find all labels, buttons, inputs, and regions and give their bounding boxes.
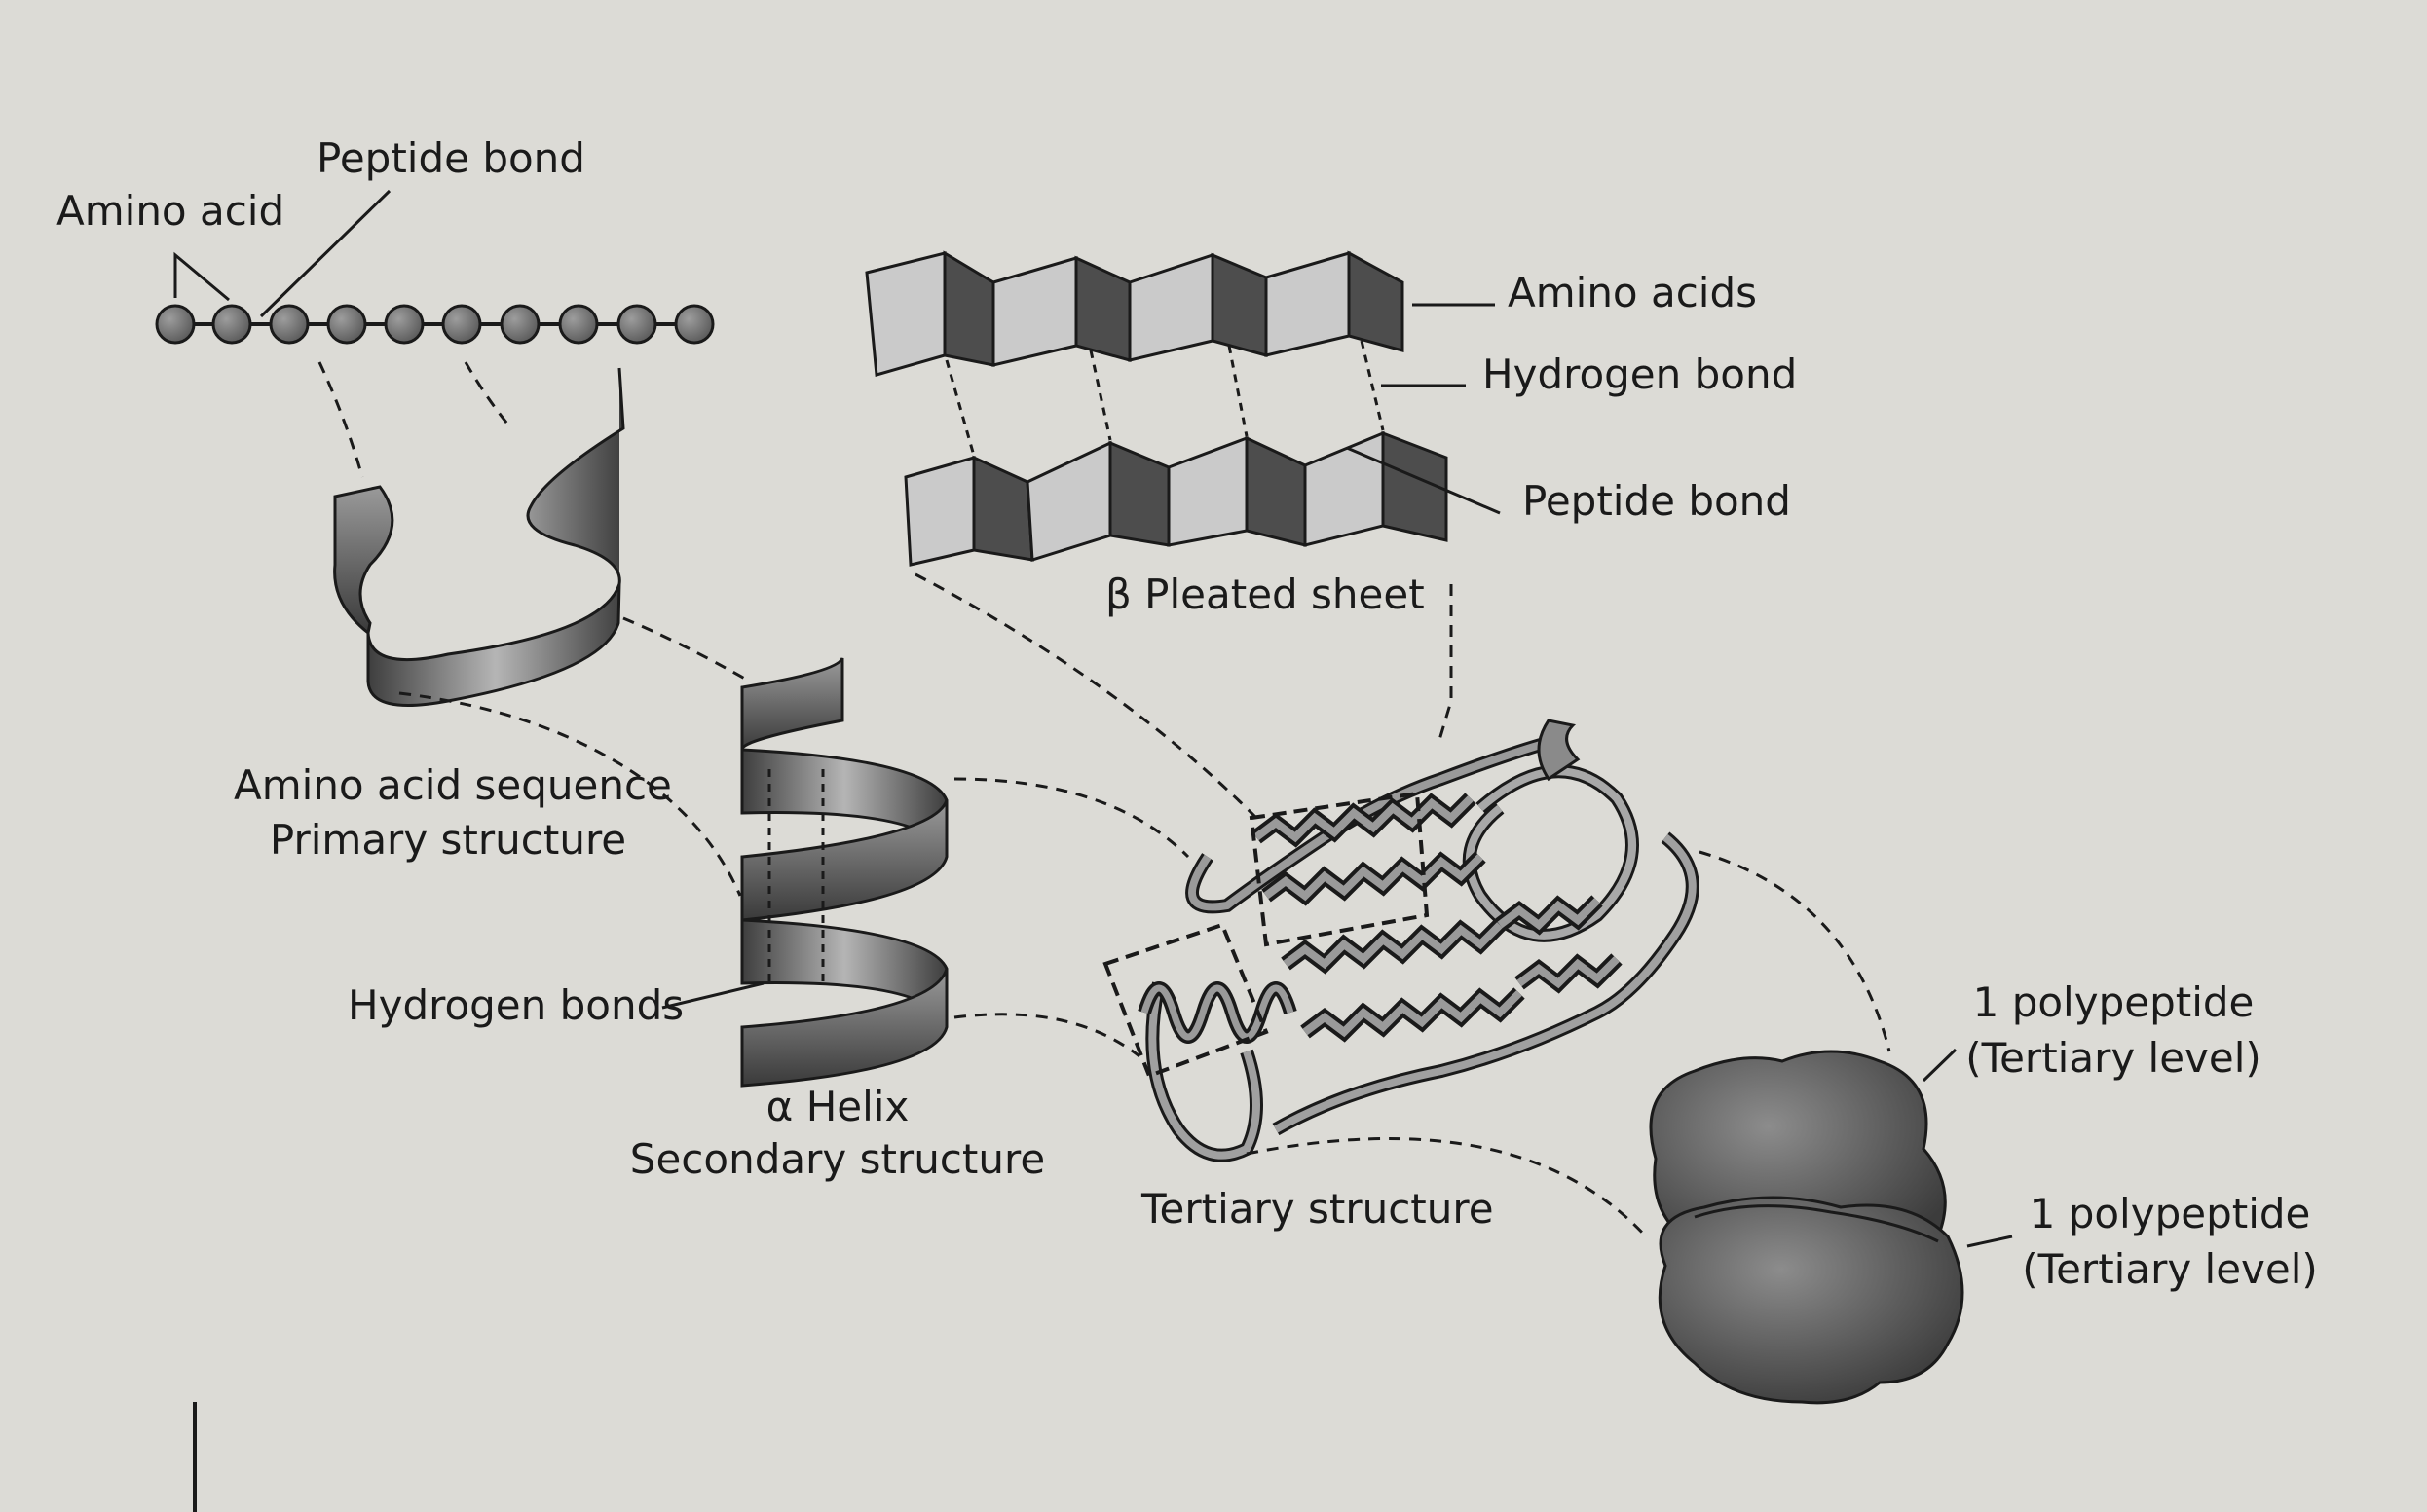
beta-pleated-sheet	[865, 250, 1501, 567]
hydrogen-bonds-pointer	[661, 981, 765, 1010]
amino-acid-bead	[674, 304, 715, 345]
helix-turn	[740, 968, 949, 1088]
primary-structure-label: Primary structure	[269, 816, 627, 864]
amino-acid-bead	[441, 304, 482, 345]
amino-acid-pointer	[173, 251, 230, 302]
hydrogen-bonds-label: Hydrogen bonds	[348, 981, 685, 1029]
ribbon-body	[366, 367, 625, 707]
beta-pleated-sheet-label: β Pleated sheet	[1105, 571, 1425, 618]
hydrogen-bond-label: Hydrogen bond	[1482, 350, 1798, 398]
tertiary-structure-label: Tertiary structure	[1141, 1185, 1494, 1233]
amino-acid-bead	[558, 304, 599, 345]
amino-acids-label: Amino acids	[1508, 269, 1758, 316]
polypeptide-1-pointer	[1922, 1048, 1958, 1083]
sheet-hydrogen-bond	[1360, 340, 1385, 431]
link-dash	[953, 777, 1190, 859]
alpha-helix	[661, 657, 949, 1088]
amino-acid-sequence-label: Amino acid sequence	[234, 761, 672, 809]
amino-acid-bead	[384, 304, 425, 345]
amino-acid-bead	[500, 304, 541, 345]
link-dash	[953, 1013, 1140, 1058]
amino-acid-label: Amino acid	[56, 187, 285, 235]
peptide-bond-pointer	[259, 189, 392, 318]
polypeptide-1-line1-label: 1 polypeptide	[1972, 978, 2255, 1026]
sheet-peptide-bond-label: Peptide bond	[1522, 477, 1791, 525]
link-dash	[317, 361, 364, 478]
helix-turn	[740, 657, 844, 751]
ribbon-strand	[333, 367, 625, 707]
polypeptide-1-line2-label: (Tertiary level)	[1965, 1034, 2261, 1082]
helix-region-box	[1102, 922, 1269, 1079]
amino-acid-chain	[155, 189, 715, 345]
link-dash	[622, 616, 751, 683]
link-dash	[1699, 850, 1891, 1052]
link-dash	[1246, 1137, 1648, 1238]
secondary-structure-label: Secondary structure	[629, 1135, 1046, 1183]
sheet-region-box	[1249, 791, 1430, 947]
sheet-hydrogen-bond	[1227, 345, 1249, 437]
polypeptide-2-pointer	[1966, 1235, 2013, 1248]
polypeptide-2-line2-label: (Tertiary level)	[2022, 1245, 2318, 1293]
link-dash	[398, 691, 742, 897]
link-dash	[1438, 584, 1453, 741]
amino-acid-bead	[616, 304, 657, 345]
amino-acid-bead	[269, 304, 310, 345]
quaternary-globule	[1649, 1048, 2013, 1405]
tertiary-structure	[1102, 719, 1699, 1162]
ribbon-fold	[333, 485, 394, 636]
amino-acid-bead	[326, 304, 367, 345]
alpha-helix-label: α Helix	[765, 1083, 910, 1130]
peptide-bond-pointer	[1346, 446, 1501, 515]
amino-acid-bead	[155, 304, 196, 345]
polypeptide-2-line1-label: 1 polypeptide	[2029, 1190, 2311, 1237]
sheet-hydrogen-bond	[1089, 350, 1112, 441]
link-dash	[915, 572, 1258, 820]
polypeptide-subunit-lower	[1658, 1196, 1964, 1405]
amino-acid-bead	[211, 304, 252, 345]
peptide-bond-label: Peptide bond	[317, 134, 585, 182]
link-dash	[464, 361, 513, 429]
sheet-hydrogen-bond	[945, 359, 976, 457]
amino-acid-beads	[155, 304, 715, 345]
